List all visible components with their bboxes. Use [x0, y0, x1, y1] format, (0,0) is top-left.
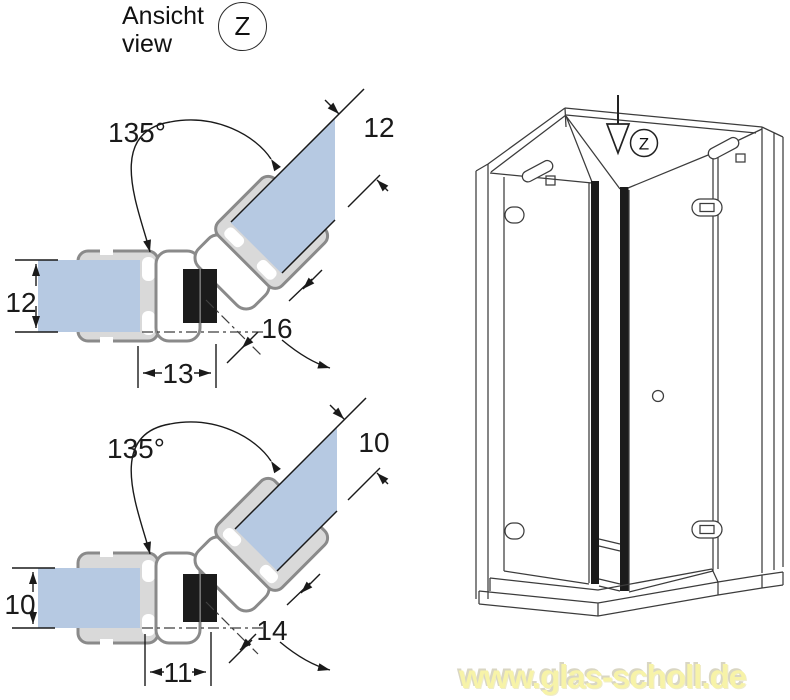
seal-dimension-diagonal-label: 16 [261, 313, 292, 344]
seal-section-12mm: 135° 12 12 16 13 [5, 71, 395, 389]
angle-label: 135° [108, 117, 166, 148]
threshold-rails [598, 538, 621, 592]
wall-profile-right [761, 126, 784, 573]
glass-panel-left [38, 568, 140, 628]
dim-arrow [239, 633, 257, 651]
hinge-right-top [691, 198, 723, 217]
shower-enclosure-illustration: Z [475, 95, 784, 617]
profile-notch [142, 311, 155, 335]
shower-tray [478, 568, 784, 617]
view-marker-circle-3d [629, 128, 659, 158]
top-edge-left [487, 107, 567, 173]
door-left [489, 172, 593, 585]
view-marker-label: Z [234, 11, 251, 41]
hinge-detail [699, 202, 715, 213]
dim-arrow [329, 404, 345, 420]
hinge-right-bottom [691, 520, 723, 539]
pivot-hinge-left [521, 159, 554, 183]
profile-notch [100, 337, 113, 345]
glass-panel-diagonal [230, 71, 335, 274]
magnet-right [200, 574, 217, 622]
extension-line [347, 174, 381, 208]
corner-edges [565, 115, 621, 190]
view-direction-arrow-head [605, 123, 631, 156]
extension-line [347, 467, 381, 501]
dim-arrow [376, 179, 389, 192]
profile-notch [259, 564, 279, 584]
hinge-left-top [504, 206, 525, 224]
magnet-left [183, 574, 200, 622]
dim-arrow [376, 472, 389, 485]
pivot-base-right [735, 153, 746, 163]
glass-edge-line [281, 219, 336, 274]
glass-thickness-diagonal-label: 12 [363, 112, 394, 143]
magnetic-seal-strip-left [591, 181, 599, 584]
view-marker-label-3d: Z [639, 135, 649, 154]
angle-arc [130, 119, 281, 253]
center-line [205, 299, 263, 357]
dim-arrow [241, 331, 259, 349]
dim-arrow [302, 269, 323, 290]
view-title: Ansicht view [122, 2, 204, 59]
wall-profile-left [475, 163, 489, 599]
top-edge-right [564, 107, 763, 134]
angle-arc [130, 421, 281, 555]
profile-notch [142, 257, 155, 281]
seal-dimension-diagonal-label: 14 [256, 615, 287, 646]
door-knob [651, 389, 665, 403]
glass-thickness-left-label: 10 [4, 589, 35, 620]
profile-notch [100, 549, 113, 557]
view-title-en: view [122, 30, 173, 59]
view-title-de: Ansicht [122, 2, 204, 30]
seal-section-10mm: 135° 10 10 14 11 [4, 377, 390, 688]
hinge-detail [699, 524, 715, 535]
glass-panel-diagonal [234, 377, 337, 572]
glass-panel-left [38, 260, 140, 332]
hinge-left-bottom [504, 522, 525, 540]
pivot-cylinder [521, 159, 554, 183]
glass-thickness-diagonal-label: 10 [358, 427, 389, 458]
profile-notch [100, 247, 113, 255]
view-marker-circle: Z [218, 2, 267, 51]
magnetic-seal-strip-right [620, 187, 629, 591]
pivot-hinge-right [707, 136, 740, 160]
glass-thickness-left-label: 12 [5, 287, 36, 318]
seal-dimension-horizontal-label: 13 [162, 358, 193, 389]
dim-arrow [300, 573, 321, 594]
angle-label: 135° [107, 433, 165, 464]
extension-line [288, 278, 313, 302]
seal-dimension-horizontal-label: 11 [163, 657, 192, 688]
swing-arrow [279, 641, 331, 671]
pivot-base-left [545, 175, 556, 186]
profile-notch [142, 560, 155, 582]
magnet-left [183, 269, 200, 323]
watermark: www.glas-scholl.de [459, 658, 747, 695]
profile-notch [256, 259, 277, 280]
door-right [627, 128, 763, 593]
magnet-right [200, 269, 217, 323]
profile-notch [142, 614, 155, 636]
profile-notch [100, 639, 113, 647]
dim-arrow [324, 99, 340, 115]
glass-edge-line [276, 510, 338, 572]
swing-arrow [281, 339, 331, 369]
extension-line [286, 582, 311, 606]
pivot-cylinder [707, 136, 740, 160]
extension-line [228, 639, 253, 664]
